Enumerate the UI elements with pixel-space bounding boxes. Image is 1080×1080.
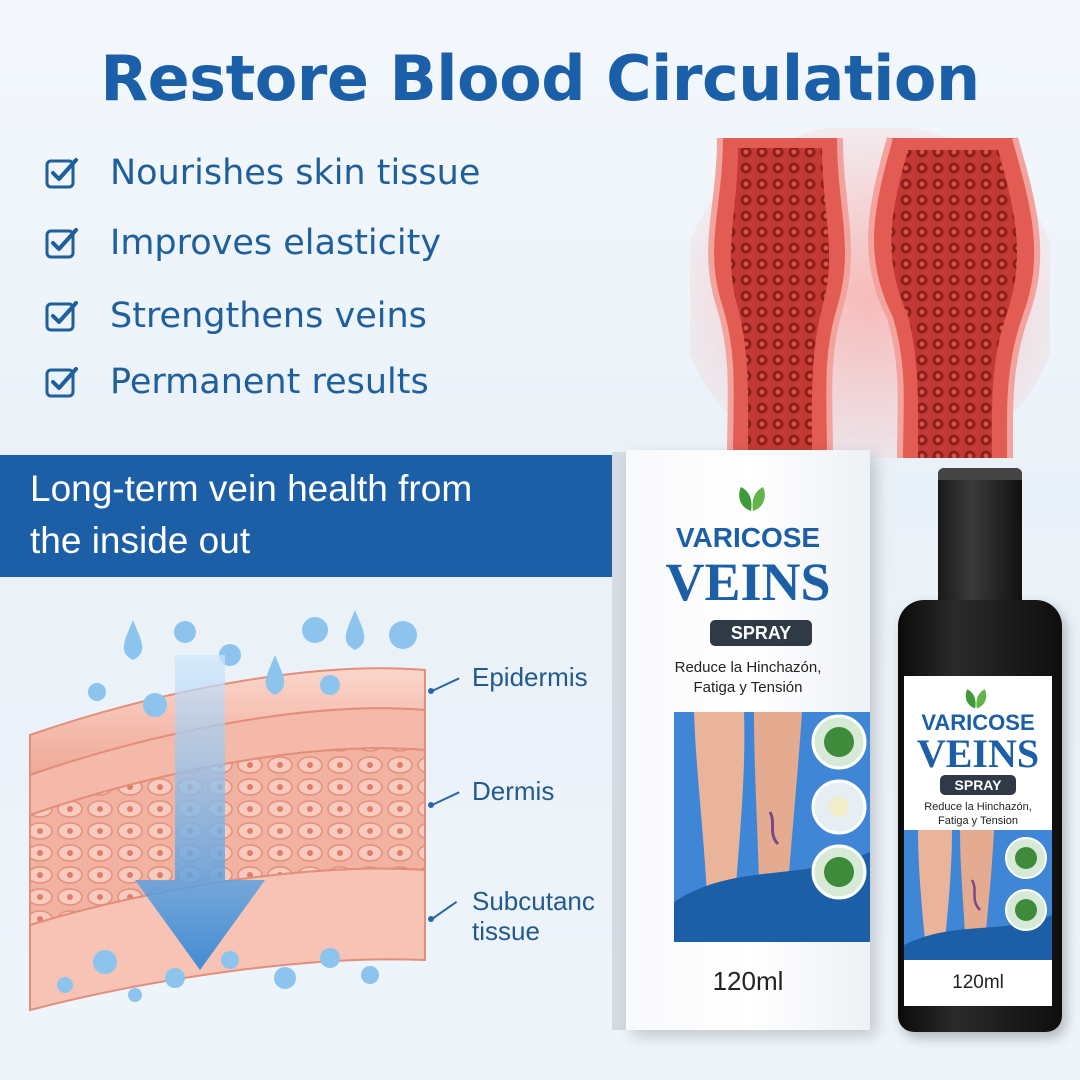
benefit-text: Permanent results (110, 362, 429, 402)
skin-layers-illustration (29, 610, 426, 1012)
headline: Restore Blood Circulation (100, 42, 980, 115)
benefit-item: Strengthens veins (44, 291, 427, 341)
banner (0, 455, 720, 577)
banner-text: Long-term vein health from the inside ou… (30, 463, 630, 567)
bottle-cap (938, 468, 1022, 608)
bottle-subtitle: Reduce la Hinchazón, Fatiga y Tension (904, 800, 1052, 828)
bottle-brand-line-2: VEINS (916, 731, 1040, 776)
bottle-legs-photo (904, 830, 1052, 960)
label-dermis: Dermis (472, 776, 555, 806)
benefit-item: Permanent results (44, 357, 429, 407)
box-subtitle-line-1: Reduce la Hinchazón, (674, 659, 822, 676)
box-brand-line-2: VEINS (665, 552, 831, 612)
bottle-subtitle-line-2: Fatiga y Tension (938, 815, 1018, 827)
checkbox-check-icon (45, 301, 78, 332)
benefit-item: Improves elasticity (44, 218, 441, 268)
product-box-side (612, 452, 628, 1030)
leaf-icon (739, 487, 765, 511)
benefit-text: Nourishes skin tissue (110, 153, 481, 193)
benefit-text: Strengthens veins (110, 296, 427, 336)
water-droplets (57, 610, 417, 1002)
checkbox-check-icon (45, 228, 78, 259)
bottle-subtitle-line-1: Reduce la Hinchazón, (924, 801, 1032, 813)
benefit-text: Improves elasticity (110, 223, 442, 263)
box-subtitle: Reduce la Hinchazón, Fatiga y Tensión (626, 658, 870, 698)
box-subtitle-line-2: Fatiga y Tensión (693, 679, 803, 696)
box-brand-line-1: VARICOSE (675, 522, 821, 553)
checkbox-check-icon (45, 158, 78, 189)
benefit-item: Nourishes skin tissue (44, 148, 480, 198)
label-subcutaneous-line-1: Subcutanc (472, 886, 595, 916)
vein-illustration (690, 128, 1050, 458)
bottle-volume: 120ml (952, 972, 1004, 993)
checkbox-check-icon (45, 367, 78, 398)
banner-line-2: the inside out (30, 520, 251, 561)
dermis-pointer (428, 802, 434, 808)
label-subcutaneous: Subcutanc tissue (472, 886, 622, 946)
vein-left (708, 137, 851, 458)
absorption-arrow (135, 655, 265, 970)
vein-right (868, 137, 1041, 458)
subcutaneous-pointer (428, 916, 434, 922)
epidermis-pointer (428, 688, 434, 694)
bottle-brand-line-1: VARICOSE (921, 710, 1035, 735)
leaf-icon (965, 689, 987, 709)
bottle-cap-top (938, 468, 1022, 480)
box-legs-photo (674, 712, 870, 942)
label-epidermis: Epidermis (472, 662, 588, 692)
box-spray-badge: SPRAY (710, 620, 812, 646)
box-volume: 120ml (712, 966, 784, 996)
label-subcutaneous-line-2: tissue (472, 916, 540, 946)
bottle-spray-badge: SPRAY (940, 775, 1016, 795)
banner-line-1: Long-term vein health from (30, 468, 473, 509)
